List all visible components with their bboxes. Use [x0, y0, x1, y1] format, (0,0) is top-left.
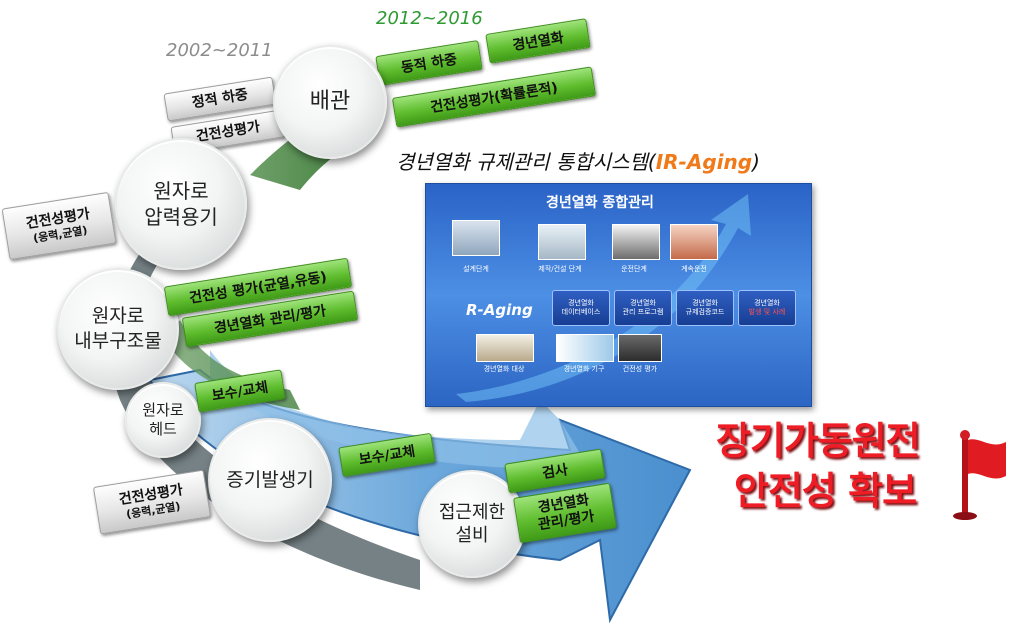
btn-code-line2: 규제검증코드: [685, 308, 725, 316]
thumb-cap-construction: 제작/건설 단계: [538, 265, 582, 273]
rpv-circle: 원자로 압력용기: [115, 138, 247, 270]
internals-circle: 원자로 내부구조물: [57, 268, 179, 390]
system-title-suffix: ): [752, 150, 760, 174]
head-line1: 원자로: [142, 400, 184, 419]
btn-program-line2: 관리 프로그램: [622, 308, 664, 316]
access-line1: 접근제한: [438, 501, 506, 523]
piping-circle: 배관: [273, 45, 387, 159]
cap-aging-target: 경년열화 대상: [483, 365, 525, 373]
flag-icon: [953, 430, 1006, 520]
year-late: 2012~2016: [376, 8, 483, 29]
head-circle: 원자로 헤드: [125, 382, 201, 458]
system-title: 경년열화 규제관리 통합시스템(IR-Aging): [396, 146, 760, 175]
btn-database-line2: 데이터베이스: [561, 308, 601, 316]
thumb-construction: [538, 224, 586, 260]
screen-title: 경년열화 종합관리: [546, 195, 654, 211]
internals-line2: 내부구조물: [74, 330, 162, 352]
thumb-continued-operation: [670, 224, 718, 260]
thumb-cap-continued: 계속운전: [681, 265, 707, 273]
sg-circle: 증기발생기: [208, 418, 332, 542]
head-line2: 헤드: [149, 420, 177, 438]
goal-line2: 안전성 확보: [734, 469, 917, 513]
thumb-cap-design: 설계단계: [463, 265, 489, 273]
system-title-highlight: IR-Aging: [655, 150, 753, 174]
thumb-aging-mechanism: [556, 334, 614, 362]
btn-code-line1: 경년열화: [692, 299, 718, 308]
year-early: 2002~2011: [166, 40, 273, 61]
brand-label: R-Aging: [466, 301, 533, 319]
thumb-integrity: [618, 334, 662, 362]
goal-line1: 장기가동원전: [716, 419, 921, 463]
rpv-line2: 압력용기: [144, 205, 218, 229]
system-title-prefix: 경년열화 규제관리 통합시스템(: [396, 150, 656, 174]
btn-cases-line1: 경년열화: [754, 299, 780, 308]
btn-program-line1: 경년열화: [630, 299, 656, 308]
thumb-design: [452, 220, 500, 256]
btn-cases-line2: 발생 및 사례: [748, 308, 786, 316]
rpv-line1: 원자로: [153, 179, 209, 203]
thumb-cap-operation: 운전단계: [621, 265, 647, 273]
blue-arrow-upper: [210, 350, 590, 470]
thumb-operation: [612, 224, 660, 260]
thumb-aging-target: [476, 334, 534, 362]
access-line2: 설비: [455, 525, 489, 546]
btn-database-line1: 경년열화: [568, 299, 594, 308]
cap-aging-mechanism: 경년열화 기구: [563, 365, 605, 373]
cap-integrity: 건전성 평가: [622, 365, 658, 373]
internals-line1: 원자로: [91, 305, 145, 328]
system-screenshot: 경년열화 종합관리 설계단계 제작/건설 단계 운전단계 계속운전 R-Agin…: [425, 183, 812, 407]
